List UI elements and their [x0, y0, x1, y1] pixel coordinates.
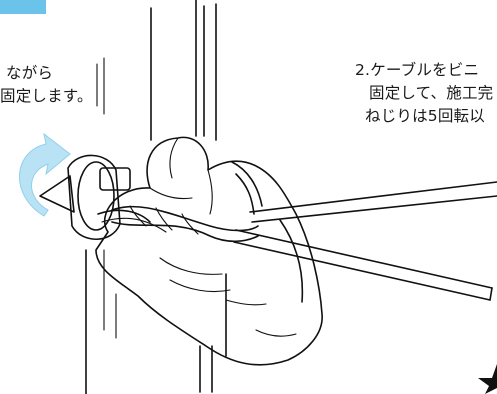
star-icon [478, 364, 497, 394]
rotation-arrow-icon [19, 132, 71, 217]
cables [233, 181, 497, 301]
caption-left: ながら 固定します。 [0, 62, 93, 108]
step-tab [0, 0, 46, 14]
caption-right-line-2: 固定して、施工完 [369, 84, 494, 102]
caption-right: 2.ケーブルをビニ 固定して、施工完 ねじりは5回転以 [355, 59, 493, 128]
door-frame [85, 0, 227, 394]
connector [39, 154, 167, 240]
caption-left-line-2: 固定します。 [0, 87, 93, 105]
caption-right-line-1: 2.ケーブルをビニ [355, 61, 480, 79]
gloved-hand [95, 136, 323, 366]
caption-left-line-1: ながら [6, 64, 54, 82]
twisted-wires [111, 205, 259, 243]
caption-right-line-3: ねじりは5回転以 [365, 107, 485, 125]
